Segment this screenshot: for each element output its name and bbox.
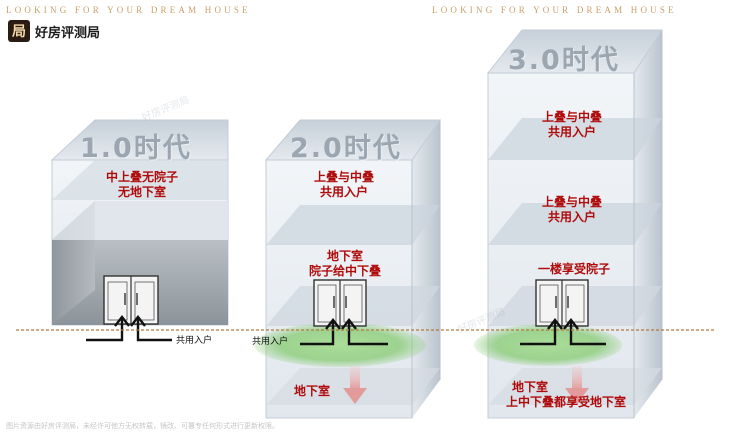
era3-floor-a-label-line2: 共用入户 bbox=[547, 125, 596, 139]
era1-room-label: 中上叠无院子 无地下室 bbox=[94, 170, 190, 200]
basement-arrow-icon bbox=[343, 366, 367, 404]
entrance-door-icon bbox=[103, 275, 159, 325]
era3-floor-a-label-line1: 上叠与中叠 bbox=[541, 110, 602, 124]
era2-upper-label-line2: 共用入户 bbox=[319, 185, 368, 199]
era1-title: 1.0时代 bbox=[80, 133, 192, 164]
era3-basement-label: 地下室 上中下叠都享受地下室 bbox=[496, 380, 636, 410]
era3-basement-label-line2: 上中下叠都享受地下室 bbox=[505, 395, 626, 409]
era2-middle-label-line2: 院子给中下叠 bbox=[308, 264, 381, 278]
era2-title: 2.0时代 bbox=[290, 133, 402, 164]
era3-floor-a-label: 上叠与中叠 共用入户 bbox=[524, 110, 620, 140]
entrance-arrow-icon bbox=[520, 318, 606, 346]
era3-title: 3.0时代 bbox=[508, 45, 620, 76]
building-era2 bbox=[254, 119, 441, 419]
brand-name: 好房评测局 bbox=[35, 25, 101, 41]
logo-badge-icon: 局 bbox=[8, 20, 30, 42]
era3-ground-label: 一楼享受院子 bbox=[537, 262, 610, 276]
brand-logo: 局 好房评测局 bbox=[8, 20, 100, 42]
era3-floor-b-label-line2: 共用入户 bbox=[547, 210, 596, 224]
header-tagline-left: LOOKING FOR YOUR DREAM HOUSE bbox=[6, 5, 251, 15]
era2-entrance-label: 共用入户 bbox=[252, 337, 289, 347]
era3-floor-b-label-line1: 上叠与中叠 bbox=[541, 195, 602, 209]
era2-middle-label: 地下室 院子给中下叠 bbox=[290, 249, 400, 279]
era1-entrance-label: 共用入户 bbox=[176, 336, 213, 346]
era2-middle-label-line1: 地下室 bbox=[326, 249, 363, 263]
era2-upper-label-line1: 上叠与中叠 bbox=[313, 170, 374, 184]
building-era3 bbox=[474, 29, 663, 419]
header-tagline-right: LOOKING FOR YOUR DREAM HOUSE bbox=[432, 5, 677, 15]
entrance-door-icon bbox=[535, 279, 589, 327]
era2-upper-label: 上叠与中叠 共用入户 bbox=[296, 170, 392, 200]
basement-arrow-icon bbox=[565, 366, 589, 404]
era3-basement-label-line1: 地下室 bbox=[512, 380, 549, 394]
building-era1 bbox=[50, 119, 229, 342]
entrance-arrow-icon bbox=[300, 318, 388, 346]
yard-area bbox=[254, 323, 426, 367]
entrance-door-icon bbox=[313, 279, 367, 327]
era2-basement-label: 地下室 bbox=[294, 384, 331, 398]
era3-floor-b-label: 上叠与中叠 共用入户 bbox=[524, 195, 620, 225]
era1-room-label-line2: 无地下室 bbox=[117, 185, 166, 199]
entrance-arrow-icon bbox=[86, 315, 172, 342]
era1-room-label-line1: 中上叠无院子 bbox=[105, 170, 178, 184]
footer-disclaimer: 图片资源由好房评测局，未经许可他方无权转载，镜改、可篡专任何形式进行更新权限。 bbox=[6, 422, 279, 430]
